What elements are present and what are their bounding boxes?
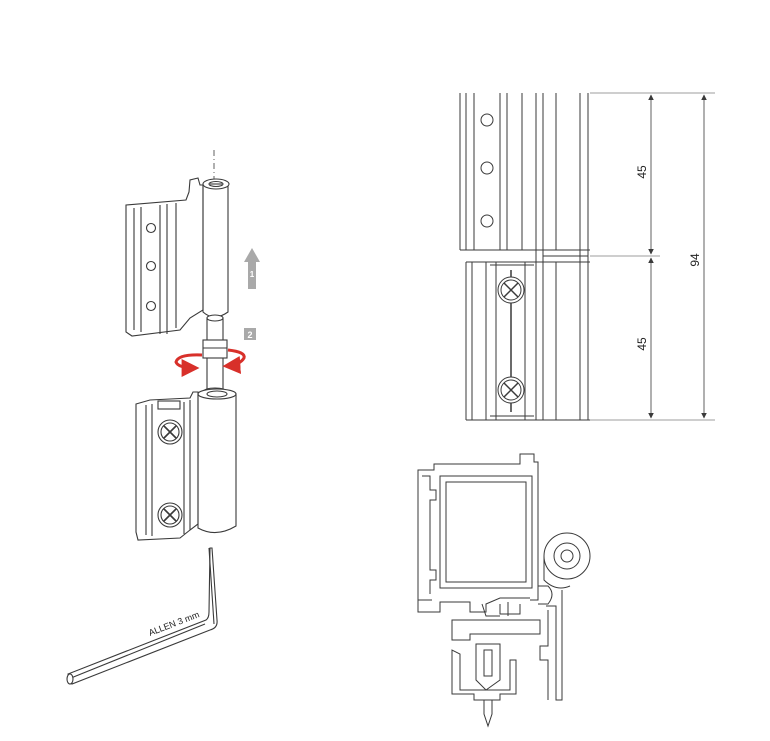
- sash-section: [439, 475, 533, 589]
- dimension-bottom-label: 45: [635, 337, 649, 351]
- dimension-top-label: 45: [635, 165, 649, 179]
- step-2-label: 2: [247, 330, 252, 340]
- screw-head: [157, 419, 183, 445]
- dimension-total-label: 94: [688, 253, 702, 267]
- screw-hole: [145, 222, 157, 234]
- step-1-label: 1: [250, 270, 255, 279]
- screw-head: [157, 502, 183, 528]
- hinge-barrel-section: [543, 532, 591, 580]
- screw-hole: [145, 260, 157, 272]
- screw-hole: [480, 214, 494, 228]
- hinge-elevation-drawing: [459, 92, 715, 421]
- upper-knuckle: [202, 178, 230, 318]
- allen-key: [66, 547, 218, 685]
- lower-hinge-leaf: [135, 391, 199, 541]
- lift-arrow: 1: [244, 248, 260, 289]
- profile-cross-section: [417, 453, 591, 728]
- hinge-pin: [202, 314, 228, 397]
- exploded-hinge: [66, 150, 237, 685]
- lower-knuckle: [197, 388, 237, 534]
- rotate-arrow: [174, 348, 246, 377]
- screw-hole: [480, 161, 494, 175]
- upper-hinge-leaf: [125, 177, 204, 337]
- screw-hole: [480, 113, 494, 127]
- screw-hole: [145, 300, 157, 312]
- rotate-step-badge: 2: [244, 328, 256, 340]
